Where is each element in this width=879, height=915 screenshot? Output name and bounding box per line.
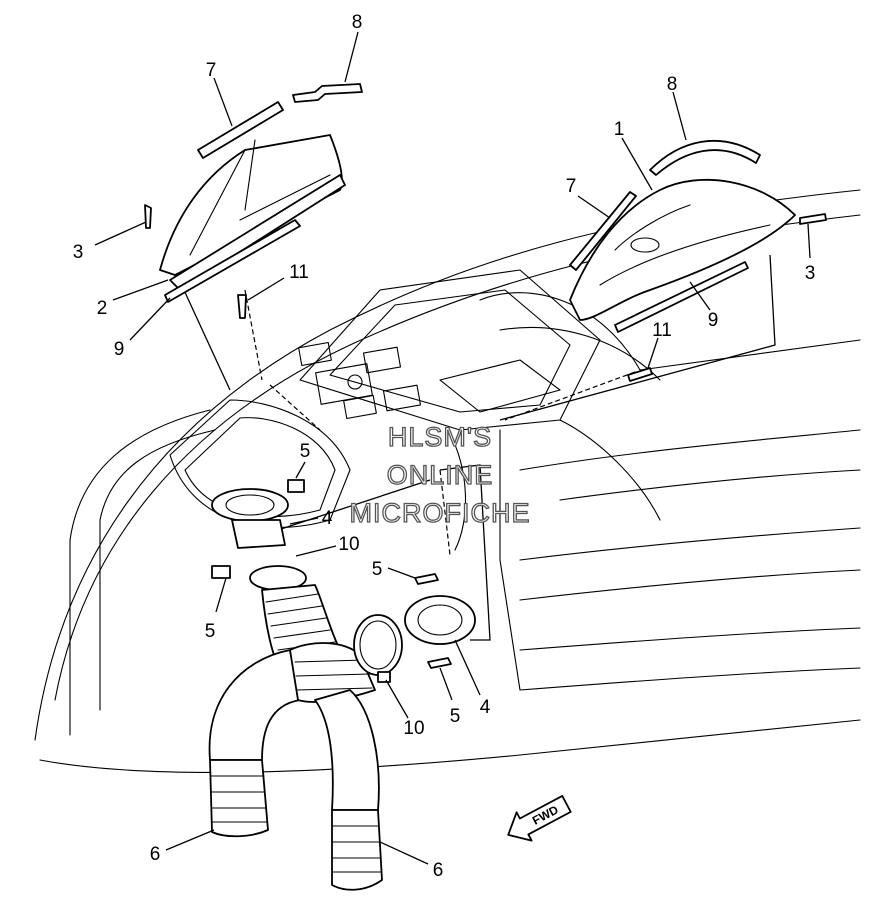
callout-10-left: 10 [338,534,359,555]
callout-8-right: 8 [667,74,678,95]
callout-5-lower: 5 [450,706,461,727]
duct-flange-4-left [211,488,289,522]
pad-5-right [414,573,439,585]
callout-9-right: 9 [708,310,719,331]
callout-4-left: 4 [322,508,333,529]
callout-leaders [94,31,811,865]
callout-7-left: 7 [206,60,217,81]
callout-3-left: 3 [73,242,84,263]
duct-flange-4-right [404,595,476,645]
bellows-hose-6-right [331,809,383,891]
callout-3-right: 3 [805,263,816,284]
callout-9-left: 9 [114,339,125,360]
callout-6-right: 6 [433,860,444,881]
watermark-line-3: MICROFICHE [350,498,531,528]
assembly-guide-lines [182,254,776,641]
right-duct-assembly [314,573,476,891]
callout-4-right: 4 [480,697,491,718]
bellows-hose-6-left [209,759,269,838]
callout-8-left: 8 [352,12,363,33]
left-cover-assembly [144,83,363,319]
callout-11-right: 11 [652,320,672,341]
seal-part-8-left [292,83,363,103]
pad-5-left [211,565,231,579]
callout-1: 1 [614,119,625,140]
seal-part-8-right [649,139,761,176]
callout-10-right: 10 [403,718,424,739]
callout-5-left: 5 [205,621,216,642]
callout-2: 2 [97,298,108,319]
rivet-part-3-right [799,213,827,225]
watermark-line-1: HLSM'S [388,422,492,452]
callout-labels: 8 7 3 2 9 11 8 1 7 3 9 11 5 4 10 5 5 5 4… [73,12,816,881]
callout-7-right: 7 [566,176,577,197]
left-duct-assembly [208,479,376,838]
right-cover-assembly [569,139,827,382]
rivet-part-3-left [144,204,152,229]
seal-part-7-left [197,101,284,159]
hose-clamp-10-right [353,614,403,676]
forward-arrow-icon: FWD [507,795,572,842]
rivet-part-11-right [627,367,653,382]
pad-5-top [287,479,305,493]
callout-11-left: 11 [289,262,309,283]
seal-part-7-right [569,191,637,271]
pad-5-lower [427,657,452,669]
rivet-part-11-left [237,294,247,319]
hull-deck-outline [34,189,861,774]
callout-5-right: 5 [372,559,383,580]
callout-5-top: 5 [300,441,311,462]
seal-part-9-right [614,261,749,333]
watermark: HLSM'S ONLINE MICROFICHE [349,421,531,528]
callout-6-left: 6 [150,844,161,865]
cover-part-1 [569,179,796,321]
watermark-line-2: ONLINE [387,460,494,490]
